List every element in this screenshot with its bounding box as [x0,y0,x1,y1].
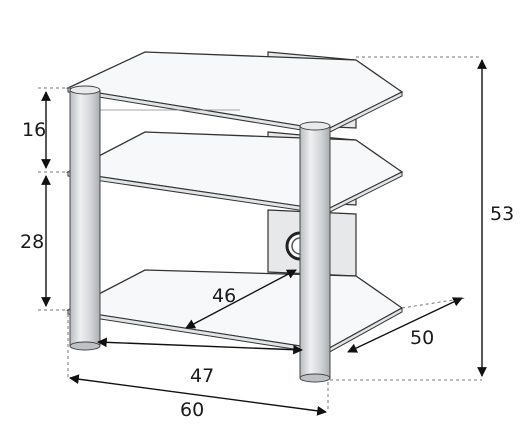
dim-label-53: 53 [490,203,514,225]
dim-line-50 [347,297,463,353]
pillar-front-right [299,121,331,383]
dim-line-47 [97,337,303,355]
dim-label-16: 16 [22,119,46,141]
dim-line-60 [69,374,327,416]
dim-label-47: 47 [190,365,214,387]
bottom-shelf [65,269,404,355]
dim-label-60: 60 [180,399,204,421]
dimension-lines [41,59,487,416]
dim-line-46 [185,269,297,329]
dim-label-50: 50 [410,327,434,349]
dim-label-28: 28 [20,231,44,253]
pillar-front-left [69,85,101,351]
dim-label-46: 46 [212,285,236,307]
